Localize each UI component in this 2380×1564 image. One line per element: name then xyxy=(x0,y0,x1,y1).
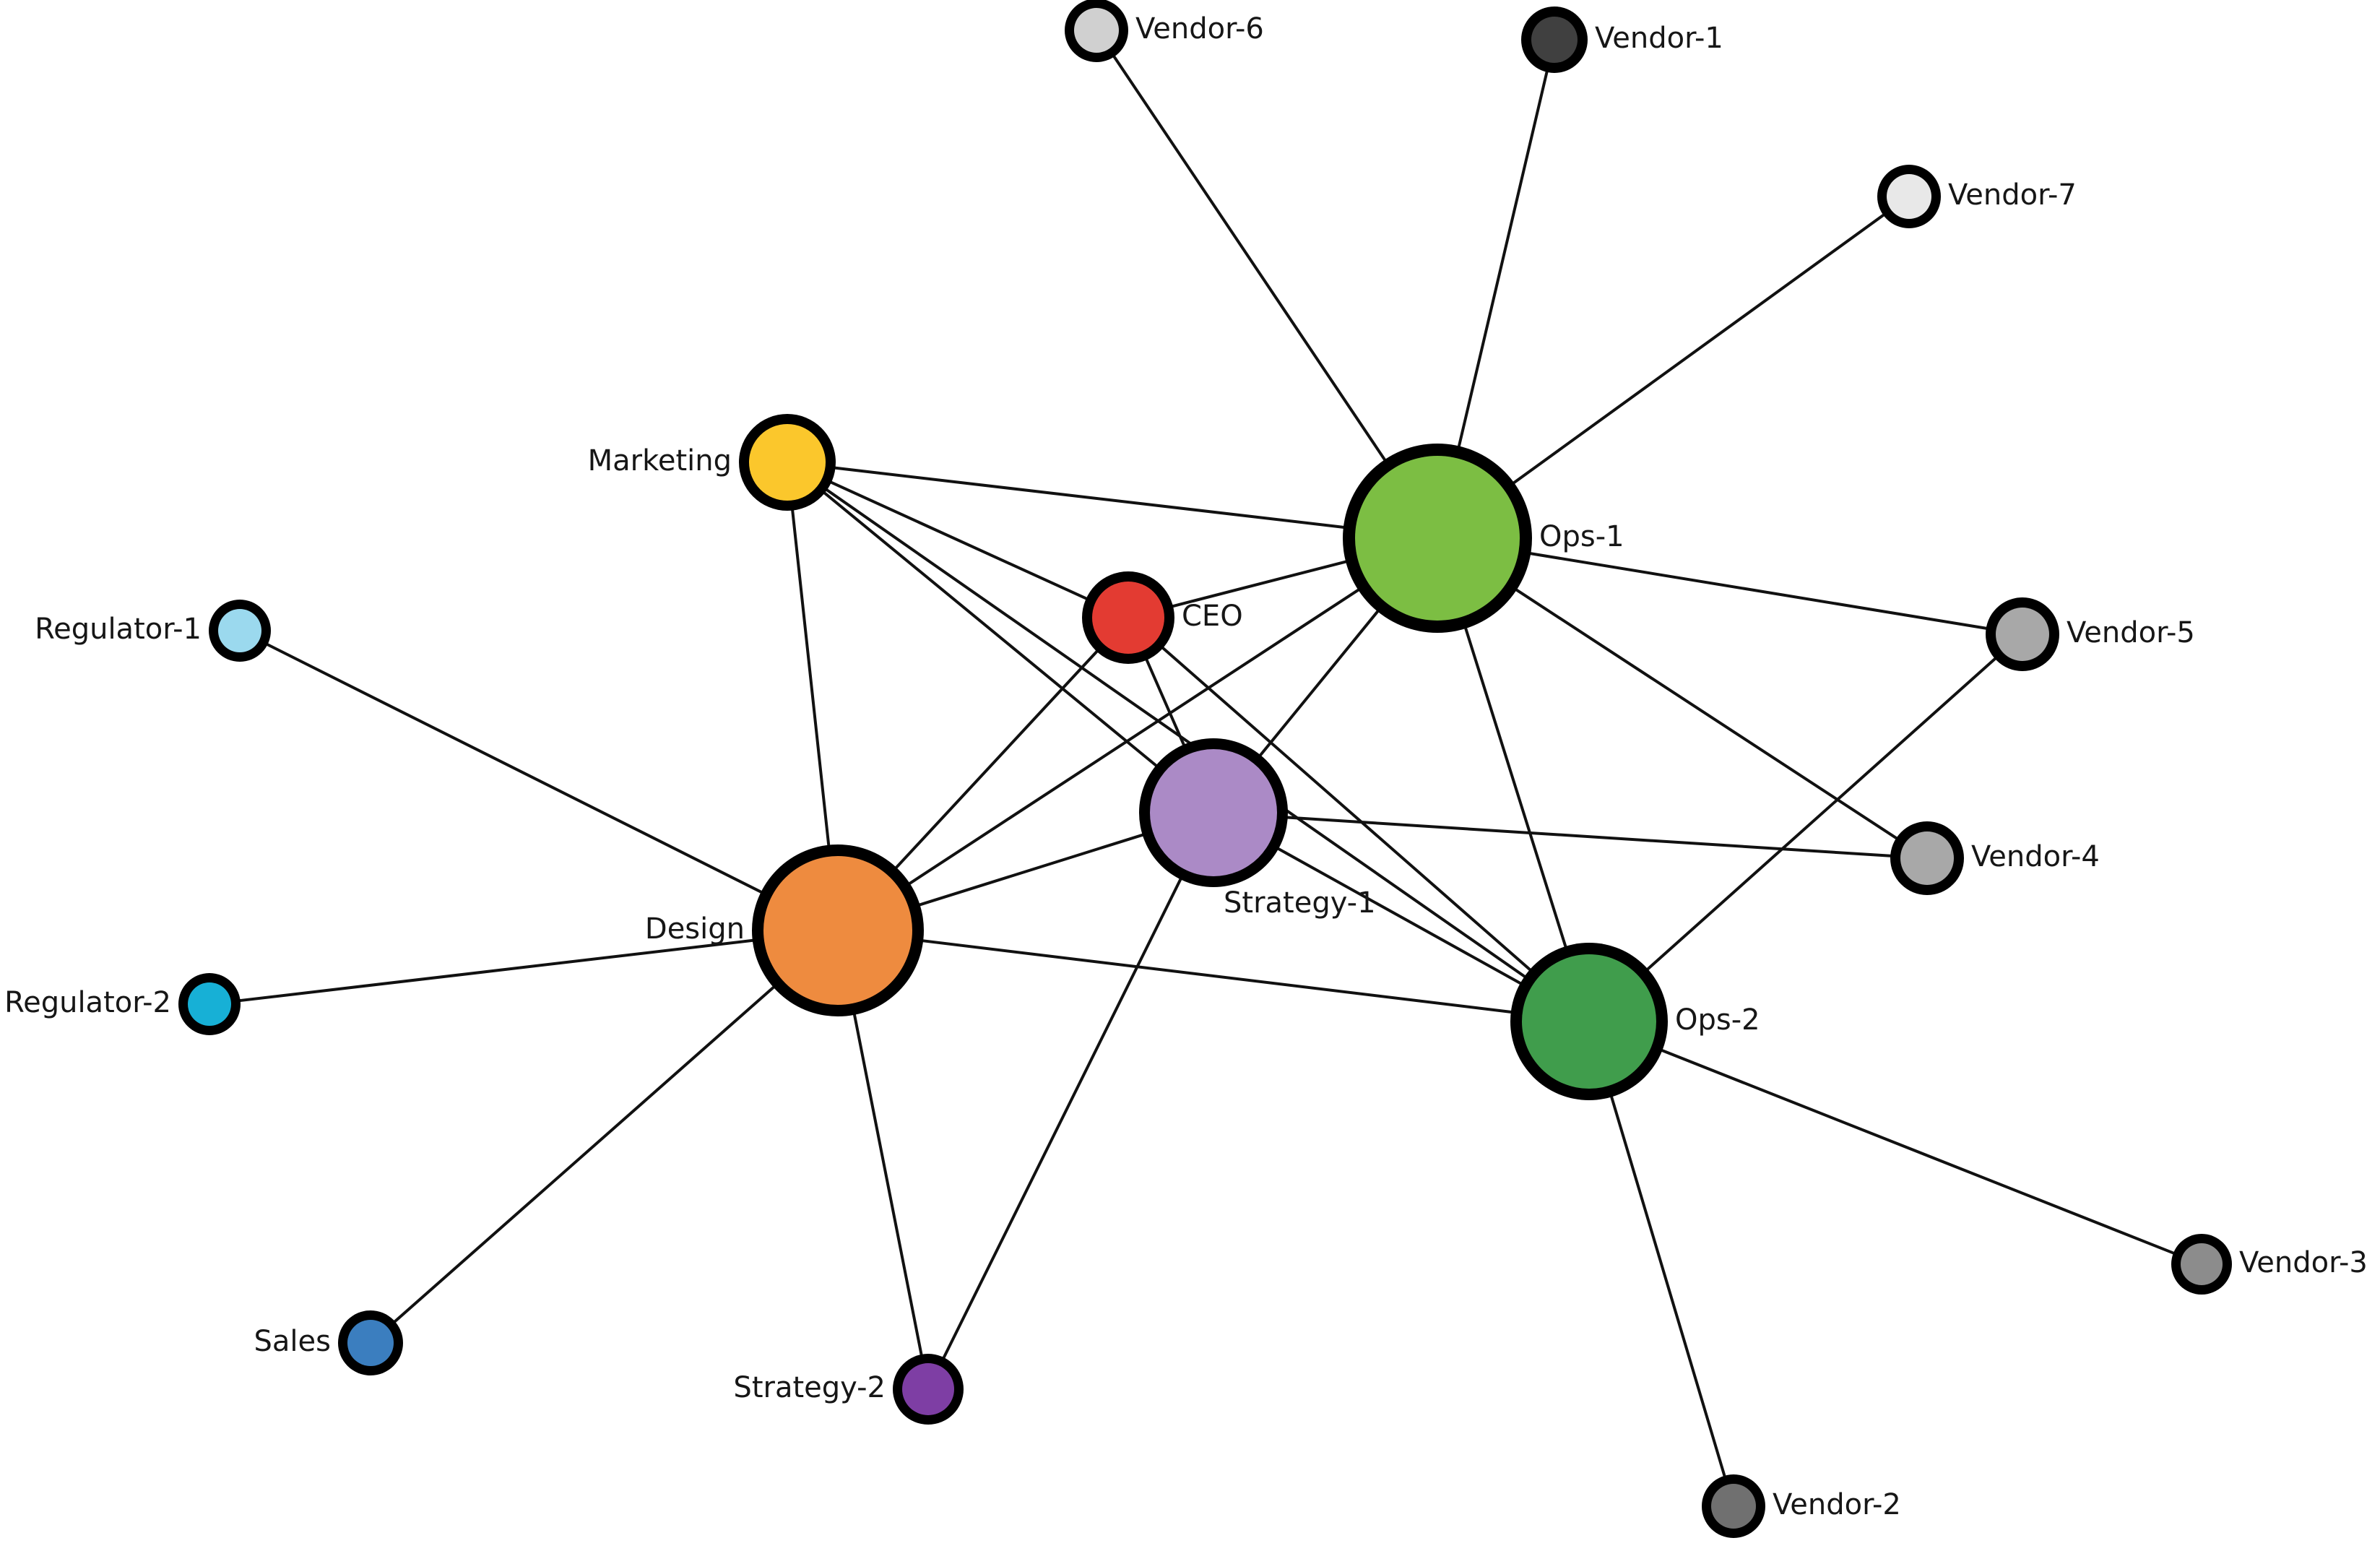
node-fill xyxy=(2181,1243,2223,1285)
graph-edge[interactable] xyxy=(940,873,1185,1363)
graph-node-vendor-1[interactable] xyxy=(1521,7,1588,73)
graph-edge[interactable] xyxy=(1167,558,1353,609)
graph-edge[interactable] xyxy=(819,488,1161,770)
graph-node-ops-1[interactable] xyxy=(1343,444,1532,633)
graph-edge[interactable] xyxy=(826,479,1092,602)
graph-edge[interactable] xyxy=(1510,585,1902,842)
node-label-vendor-5: Vendor-5 xyxy=(2067,616,2195,649)
node-label-marketing: Marketing xyxy=(588,444,732,478)
node-fill xyxy=(188,982,231,1026)
node-fill xyxy=(218,609,261,652)
node-label-vendor-4: Vendor-4 xyxy=(1971,840,2100,873)
graph-edge[interactable] xyxy=(234,938,759,1003)
graph-edge[interactable] xyxy=(1110,51,1390,466)
nodes-layer xyxy=(178,0,2232,1538)
graph-node-marketing[interactable] xyxy=(739,414,836,511)
graph-edge[interactable] xyxy=(1281,816,1897,858)
node-fill xyxy=(1150,749,1277,876)
graph-edge[interactable] xyxy=(913,831,1149,908)
graph-node-vendor-3[interactable] xyxy=(2171,1234,2232,1295)
graph-edge[interactable] xyxy=(390,982,779,1326)
graph-edge[interactable] xyxy=(821,485,1531,981)
graph-edge[interactable] xyxy=(1609,1090,1728,1482)
node-fill xyxy=(1355,456,1520,621)
graph-edge[interactable] xyxy=(262,641,768,896)
graph-edge[interactable] xyxy=(1462,621,1569,953)
node-label-ceo: CEO xyxy=(1182,600,1243,633)
graph-node-ceo[interactable] xyxy=(1082,571,1174,664)
graph-edge[interactable] xyxy=(790,504,831,852)
graph-edge[interactable] xyxy=(891,647,1102,873)
node-fill xyxy=(749,424,826,501)
graph-edge[interactable] xyxy=(1273,844,1527,988)
graph-node-vendor-4[interactable] xyxy=(1890,821,1964,895)
node-fill xyxy=(763,856,912,1005)
node-label-sales: Sales xyxy=(254,1325,331,1358)
node-label-strategy-2: Strategy-2 xyxy=(733,1371,886,1404)
node-fill xyxy=(1074,8,1119,53)
graph-node-ops-2[interactable] xyxy=(1510,943,1668,1100)
graph-edge[interactable] xyxy=(904,585,1364,888)
node-label-vendor-6: Vendor-6 xyxy=(1135,12,1264,46)
node-fill xyxy=(1092,582,1164,654)
graph-node-vendor-5[interactable] xyxy=(1986,597,2059,671)
node-fill xyxy=(1531,17,1578,63)
graph-edge[interactable] xyxy=(1255,605,1383,761)
node-label-vendor-1: Vendor-1 xyxy=(1595,22,1723,55)
graph-edge[interactable] xyxy=(852,1008,924,1360)
graph-node-strategy-1[interactable] xyxy=(1139,738,1288,887)
node-label-vendor-2: Vendor-2 xyxy=(1773,1488,1901,1521)
graph-edge[interactable] xyxy=(916,938,1518,1014)
graph-edge[interactable] xyxy=(1656,1047,2179,1256)
node-fill xyxy=(1887,174,1931,219)
node-fill xyxy=(1900,831,1954,885)
graph-edge[interactable] xyxy=(1642,654,2000,975)
graph-node-regulator-1[interactable] xyxy=(209,600,271,662)
graph-node-strategy-2[interactable] xyxy=(893,1354,964,1425)
node-label-regulator-1: Regulator-1 xyxy=(35,613,202,646)
node-label-design: Design xyxy=(645,912,745,946)
node-label-ops-2: Ops-2 xyxy=(1675,1003,1760,1037)
graph-node-sales[interactable] xyxy=(338,1310,403,1375)
node-fill xyxy=(1996,608,2049,661)
graph-node-design[interactable] xyxy=(752,844,924,1016)
node-label-vendor-7: Vendor-7 xyxy=(1948,178,2077,212)
node-label-strategy-1: Strategy-1 xyxy=(1224,886,1376,920)
graph-node-vendor-2[interactable] xyxy=(1702,1474,1765,1538)
graph-edge[interactable] xyxy=(1456,66,1549,453)
graph-edge[interactable] xyxy=(1143,654,1187,751)
node-fill xyxy=(347,1320,394,1366)
node-label-regulator-2: Regulator-2 xyxy=(4,986,171,1019)
graph-node-vendor-6[interactable] xyxy=(1065,0,1128,62)
graph-edge[interactable] xyxy=(829,466,1351,530)
node-fill xyxy=(1711,1484,1756,1529)
node-label-ops-1: Ops-1 xyxy=(1539,520,1624,553)
graph-node-regulator-2[interactable] xyxy=(178,973,241,1035)
graph-edge[interactable] xyxy=(1523,550,1992,631)
edges-layer xyxy=(234,51,2179,1482)
graph-edge[interactable] xyxy=(1158,644,1536,975)
graph-edge[interactable] xyxy=(1507,211,1889,488)
node-fill xyxy=(1522,954,1656,1089)
node-fill xyxy=(902,1363,954,1415)
node-label-vendor-3: Vendor-3 xyxy=(2239,1246,2368,1279)
graph-node-vendor-7[interactable] xyxy=(1877,165,1941,228)
